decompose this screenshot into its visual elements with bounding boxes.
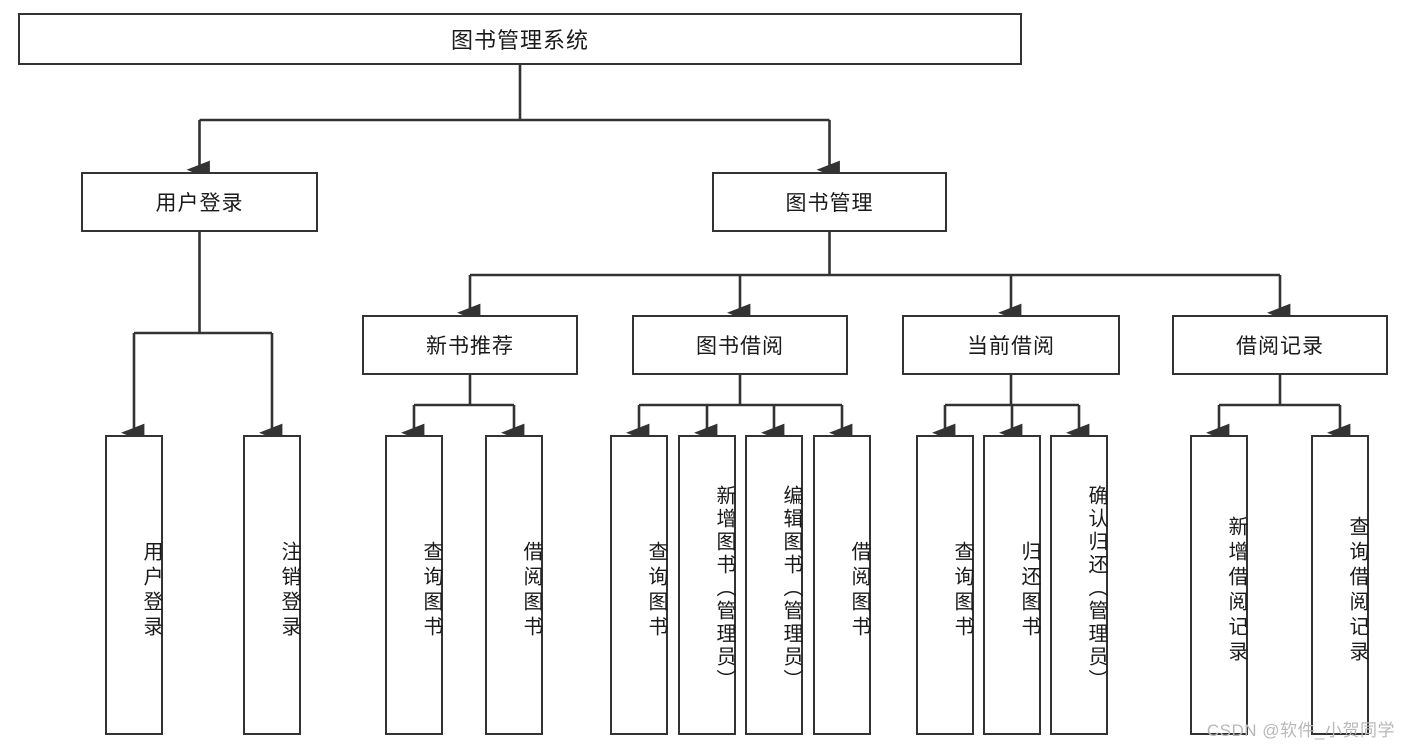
node-root[interactable]: 图书管理系统	[18, 13, 1022, 65]
node-leaf-logout-label: 注销登录	[278, 541, 300, 641]
node-book-borrow[interactable]: 图书借阅	[632, 315, 848, 375]
node-book-borrow-label: 图书借阅	[696, 335, 784, 358]
node-root-label: 图书管理系统	[450, 28, 589, 53]
node-new-book-recommend[interactable]: 新书推荐	[362, 315, 578, 375]
node-leaf-borrow-book-2-label: 借阅图书	[848, 541, 870, 641]
node-leaf-borrow-book-1-label: 借阅图书	[520, 541, 542, 641]
node-current-borrow[interactable]: 当前借阅	[902, 315, 1120, 375]
node-user-login[interactable]: 用户登录	[81, 172, 318, 232]
node-leaf-query-book-2-label: 查询图书	[645, 541, 667, 641]
node-current-borrow-label: 当前借阅	[967, 335, 1055, 358]
node-leaf-return-book[interactable]: 归还图书	[983, 435, 1041, 735]
node-leaf-query-book-1-label: 查询图书	[420, 541, 442, 641]
node-leaf-logout[interactable]: 注销登录	[243, 435, 301, 735]
node-leaf-user-login-label: 用户登录	[140, 541, 162, 641]
node-leaf-query-book-3-label: 查询图书	[951, 541, 973, 641]
node-book-management[interactable]: 图书管理	[712, 172, 947, 232]
node-new-book-recommend-label: 新书推荐	[426, 335, 514, 358]
node-leaf-edit-book[interactable]: 编辑图书（管理员）	[745, 435, 803, 735]
node-leaf-add-record[interactable]: 新增借阅记录	[1190, 435, 1248, 735]
node-leaf-confirm-return[interactable]: 确认归还（管理员）	[1050, 435, 1108, 735]
node-leaf-query-book-2[interactable]: 查询图书	[610, 435, 668, 735]
node-leaf-add-book-label: 新增图书（管理员）	[713, 484, 735, 692]
watermark-label: CSDN @软件_小贺同学	[1206, 721, 1395, 740]
node-leaf-confirm-return-label: 确认归还（管理员）	[1085, 484, 1107, 692]
node-book-management-label: 图书管理	[785, 192, 874, 215]
node-leaf-add-record-label: 新增借阅记录	[1225, 516, 1247, 666]
node-user-login-label: 用户登录	[155, 192, 244, 215]
node-borrow-record[interactable]: 借阅记录	[1172, 315, 1388, 375]
node-borrow-record-label: 借阅记录	[1236, 335, 1324, 358]
node-leaf-return-book-label: 归还图书	[1018, 541, 1040, 641]
node-leaf-add-book[interactable]: 新增图书（管理员）	[678, 435, 736, 735]
node-leaf-edit-book-label: 编辑图书（管理员）	[780, 484, 802, 692]
node-leaf-query-book-3[interactable]: 查询图书	[916, 435, 974, 735]
node-leaf-query-record-label: 查询借阅记录	[1346, 516, 1368, 666]
node-leaf-query-record[interactable]: 查询借阅记录	[1311, 435, 1369, 735]
node-leaf-user-login[interactable]: 用户登录	[105, 435, 163, 735]
node-leaf-borrow-book-1[interactable]: 借阅图书	[485, 435, 543, 735]
node-leaf-borrow-book-2[interactable]: 借阅图书	[813, 435, 871, 735]
node-leaf-query-book-1[interactable]: 查询图书	[385, 435, 443, 735]
